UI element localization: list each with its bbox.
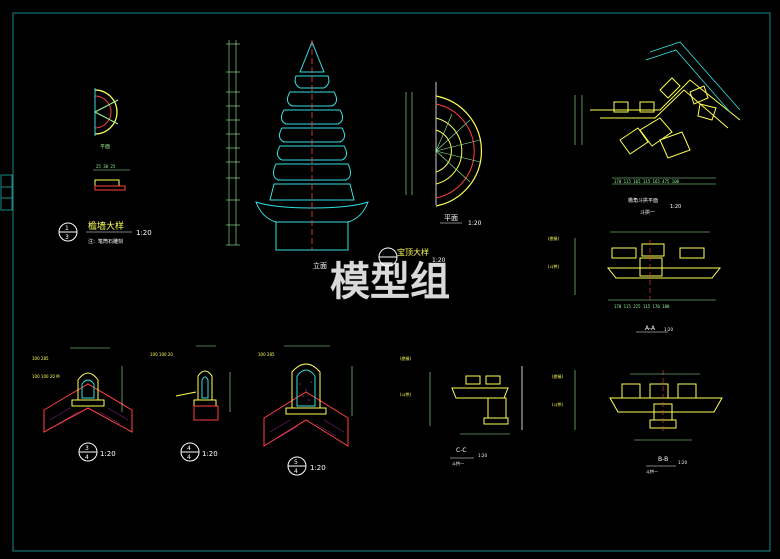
crown-detail-scale: 1:20 <box>432 257 446 264</box>
detail-4-section: 100 100 20 4 4 1:20 <box>150 345 231 462</box>
svg-text:100 285: 100 285 <box>32 356 49 361</box>
detail-left-note: 注：笔筒石雕刻 <box>88 238 123 245</box>
section-cc-scale: 1:20 <box>478 453 487 458</box>
svg-text:(檐椽): (檐椽) <box>548 235 560 241</box>
detail-1-eave-wall: 平面 25 30 25 1 3 檐墙大样 1:20 注：笔筒石雕刻 <box>58 88 152 245</box>
svg-text:(檐椽): (檐椽) <box>552 373 564 379</box>
callout-5-bottom: 4 <box>294 468 298 475</box>
section-aa-label: A-A <box>645 325 656 332</box>
callout-4-bottom: 4 <box>187 454 191 461</box>
callout-3-bottom: 4 <box>85 454 89 461</box>
roof-corner-plan: 170 115 165 115 165 475 100 檐角斗拱平面 1:20 … <box>574 41 741 216</box>
callout-4-top: 4 <box>187 445 191 452</box>
crown-plan-detail: 平面 1:20 宝顶大样 1:20 <box>378 82 482 267</box>
svg-text:(檐椽): (檐椽) <box>400 355 412 361</box>
detail-left-scale: 1:20 <box>136 229 152 237</box>
svg-text:(斗拱): (斗拱) <box>400 391 412 397</box>
svg-text:170 115 165 115 165 475 100: 170 115 165 115 165 475 100 <box>614 179 680 184</box>
callout-1-bottom: 3 <box>65 234 69 241</box>
callout-1-top: 1 <box>65 225 69 232</box>
svg-text:170 115 225 115 170 100: 170 115 225 115 170 100 <box>614 304 670 309</box>
svg-text:100 285: 100 285 <box>258 352 275 357</box>
plan-scale: 1:20 <box>468 220 482 227</box>
elevation-label: 立面 <box>313 261 327 270</box>
section-cc-label: C-C <box>456 447 467 454</box>
detail-left-title: 檐墙大样 <box>88 220 124 232</box>
section-cc-sub: 斗拱一 <box>452 460 464 466</box>
detail-5-scale: 1:20 <box>310 464 326 472</box>
pagoda-elevation: 立面 <box>226 40 369 270</box>
detail-5-section: 100 285 5 4 1:20 <box>258 345 353 476</box>
section-aa: (檐椽) (斗拱) 170 115 225 115 170 100 A-A 1:… <box>548 231 722 333</box>
binding-strip <box>0 174 13 211</box>
section-bb-sub: 斗拱一 <box>646 468 658 474</box>
svg-text:100 100 20 M: 100 100 20 M <box>32 374 60 379</box>
callout-3-top: 3 <box>85 445 89 452</box>
svg-text:(斗拱): (斗拱) <box>552 401 564 407</box>
callout-5-top: 5 <box>294 459 298 466</box>
svg-text:(斗拱): (斗拱) <box>548 263 560 269</box>
detail-3-section: 100 285 100 100 20 M 3 4 1:20 <box>32 347 133 462</box>
plan-label: 平面 <box>444 214 458 222</box>
svg-text:100 100 20: 100 100 20 <box>150 352 173 357</box>
crown-detail-title: 宝顶大样 <box>397 247 429 257</box>
roof-plan-scale: 1:20 <box>670 204 681 210</box>
detail-4-scale: 1:20 <box>202 450 218 458</box>
svg-text:平面: 平面 <box>100 144 110 150</box>
section-bb-scale: 1:20 <box>678 460 687 465</box>
section-bb-label: B-B <box>658 456 668 463</box>
roof-plan-label: 檐角斗拱平面 <box>628 197 658 204</box>
roof-plan-sub: 斗拱一 <box>640 209 655 216</box>
section-bb: (檐椽) (斗拱) B-B 1:20 斗拱一 <box>552 370 723 474</box>
detail-3-scale: 1:20 <box>100 450 116 458</box>
svg-text:25 30 25: 25 30 25 <box>96 164 116 169</box>
section-cc: (檐椽) (斗拱) C-C 1:20 斗拱一 <box>400 355 523 466</box>
section-aa-scale: 1:20 <box>664 327 673 332</box>
watermark: 模型组 <box>330 259 450 305</box>
